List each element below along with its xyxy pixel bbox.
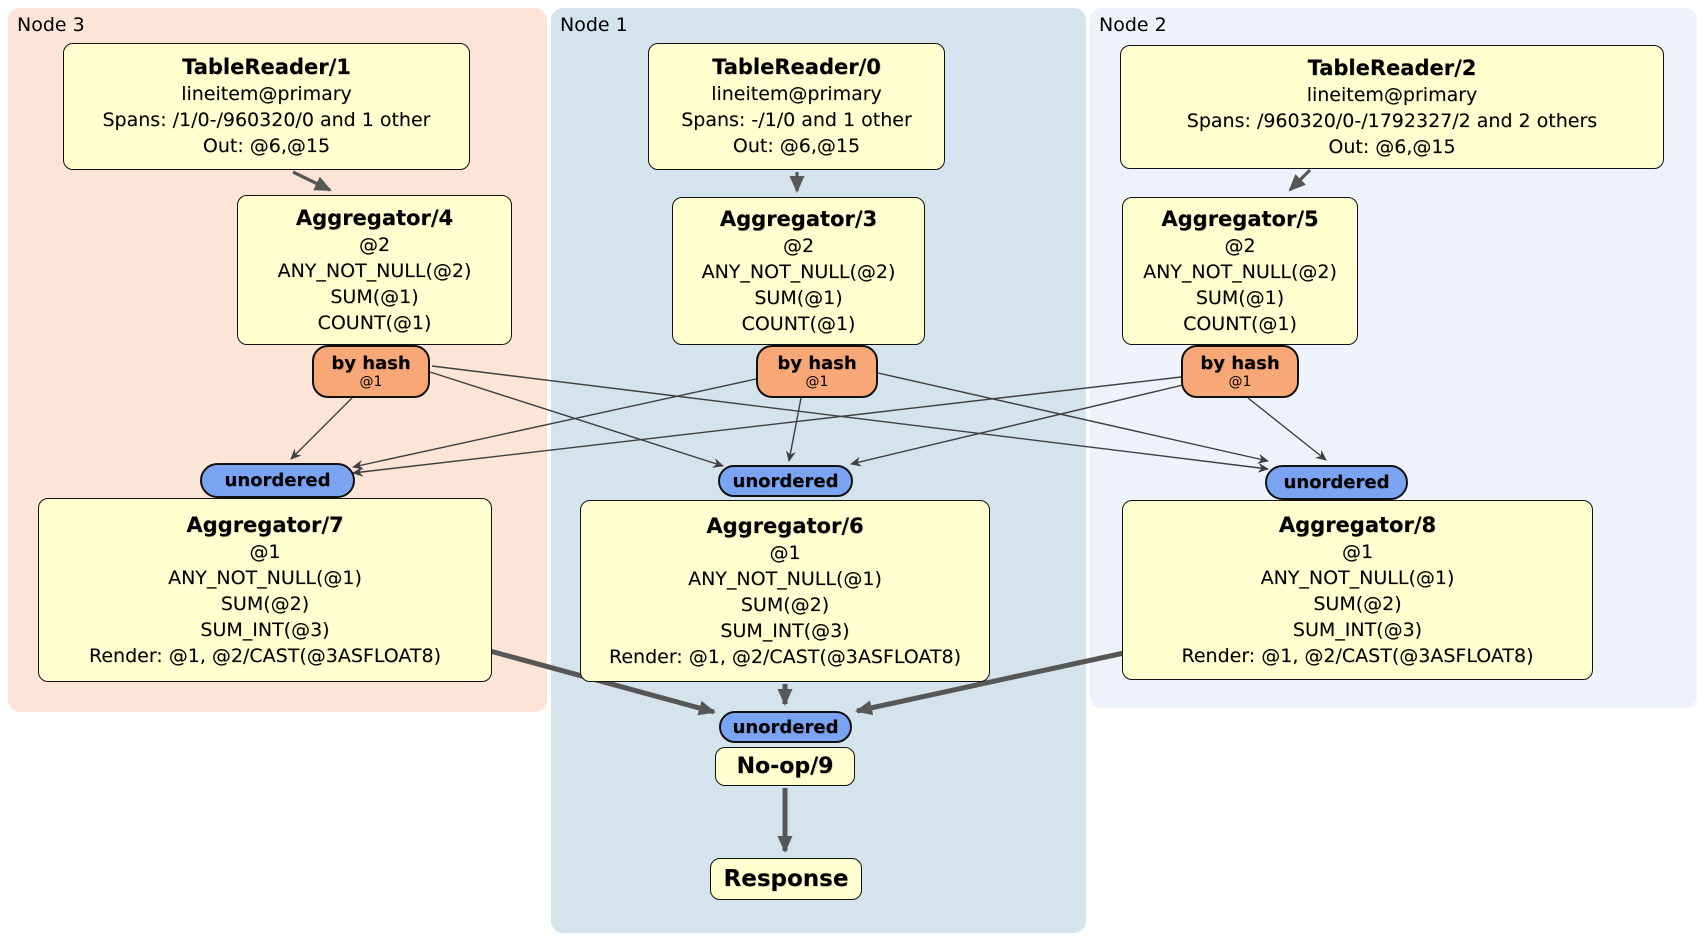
router-label: by hash: [331, 353, 411, 374]
sync-label: unordered: [224, 470, 331, 491]
router-hash-column: @1: [1228, 374, 1252, 390]
node-detail: @1: [769, 541, 801, 564]
router-by-hash-node3: by hash @1: [312, 345, 430, 398]
node-detail: @2: [358, 233, 391, 256]
node-detail: Spans: /960320/0-/1792327/2 and 2 others: [1186, 109, 1598, 132]
router-hash-column: @1: [359, 374, 383, 390]
sync-unordered-node3: unordered: [200, 463, 355, 498]
sync-label: unordered: [732, 716, 839, 738]
node-title: Aggregator/6: [706, 513, 864, 538]
node-detail: Out: @6,@15: [202, 135, 331, 157]
plan-node-tablereader-0: TableReader/0 lineitem@primary Spans: -/…: [648, 43, 945, 170]
plan-node-tablereader-2: TableReader/2 lineitem@primary Spans: /9…: [1120, 45, 1664, 169]
sync-unordered-node2: unordered: [1265, 465, 1408, 500]
node-detail: COUNT(@1): [317, 311, 432, 334]
node-detail: ANY_NOT_NULL(@2): [277, 259, 472, 282]
node-title: Aggregator/5: [1161, 206, 1319, 231]
plan-node-aggregator-6: Aggregator/6 @1 ANY_NOT_NULL(@1) SUM(@2)…: [580, 500, 990, 682]
node-detail: Out: @6,@15: [732, 135, 861, 157]
node-title: No-op/9: [736, 754, 834, 779]
sync-label: unordered: [1283, 472, 1390, 493]
plan-node-response: Response: [710, 858, 862, 900]
node-detail: SUM(@2): [220, 592, 310, 615]
router-by-hash-node2: by hash @1: [1181, 345, 1299, 398]
plan-node-aggregator-7: Aggregator/7 @1 ANY_NOT_NULL(@1) SUM(@2)…: [38, 498, 492, 682]
node-title: TableReader/1: [182, 55, 351, 79]
plan-node-tablereader-1: TableReader/1 lineitem@primary Spans: /1…: [63, 43, 470, 170]
node-detail: SUM(@1): [754, 286, 843, 309]
plan-node-aggregator-8: Aggregator/8 @1 ANY_NOT_NULL(@1) SUM(@2)…: [1122, 500, 1593, 680]
node-detail: Out: @6,@15: [1328, 135, 1456, 158]
node-detail: @2: [1224, 234, 1256, 257]
plan-node-aggregator-5: Aggregator/5 @2 ANY_NOT_NULL(@2) SUM(@1)…: [1122, 197, 1358, 345]
sync-unordered-node1: unordered: [718, 465, 853, 497]
node-detail: @2: [782, 234, 815, 257]
router-by-hash-node1: by hash @1: [756, 345, 878, 398]
node-detail: Spans: -/1/0 and 1 other: [681, 109, 912, 131]
node-title: Aggregator/3: [719, 206, 878, 231]
node-detail: SUM_INT(@3): [720, 619, 850, 642]
node-title: TableReader/0: [712, 55, 881, 79]
node-detail: lineitem@primary: [1306, 83, 1478, 106]
node-detail: Render: @1, @2/CAST(@3ASFLOAT8): [609, 645, 961, 668]
node-detail: lineitem@primary: [711, 83, 882, 105]
node-detail: SUM(@1): [330, 285, 419, 308]
node-detail: Render: @1, @2/CAST(@3ASFLOAT8): [89, 644, 441, 667]
node-detail: lineitem@primary: [181, 83, 352, 105]
region-node1-label: Node 1: [560, 14, 628, 36]
node-detail: COUNT(@1): [741, 312, 856, 335]
plan-node-noop-9: No-op/9: [715, 747, 855, 786]
node-detail: ANY_NOT_NULL(@1): [1260, 566, 1455, 589]
plan-node-aggregator-3: Aggregator/3 @2 ANY_NOT_NULL(@2) SUM(@1)…: [672, 197, 925, 345]
sync-unordered-final: unordered: [719, 711, 852, 743]
node-detail: SUM_INT(@3): [1292, 618, 1423, 641]
node-detail: SUM_INT(@3): [200, 618, 330, 641]
node-title: TableReader/2: [1307, 55, 1477, 80]
region-node2-label: Node 2: [1099, 14, 1167, 36]
node-title: Aggregator/8: [1278, 512, 1437, 537]
node-title: Aggregator/4: [295, 205, 454, 230]
node-detail: SUM(@1): [1195, 286, 1285, 309]
node-detail: ANY_NOT_NULL(@1): [688, 567, 882, 590]
node-detail: @1: [249, 540, 281, 563]
node-detail: COUNT(@1): [1183, 312, 1297, 335]
sync-label: unordered: [732, 470, 839, 492]
plan-node-aggregator-4: Aggregator/4 @2 ANY_NOT_NULL(@2) SUM(@1)…: [237, 195, 512, 345]
node-detail: SUM(@2): [1313, 592, 1402, 615]
node-title: Aggregator/7: [186, 512, 344, 537]
region-node3-label: Node 3: [17, 14, 85, 36]
node-title: Response: [723, 865, 849, 892]
node-detail: SUM(@2): [740, 593, 830, 616]
node-detail: Render: @1, @2/CAST(@3ASFLOAT8): [1181, 644, 1534, 667]
node-detail: Spans: /1/0-/960320/0 and 1 other: [102, 109, 431, 131]
router-label: by hash: [1200, 353, 1280, 374]
node-detail: ANY_NOT_NULL(@2): [1143, 260, 1337, 283]
router-hash-column: @1: [805, 374, 829, 390]
node-detail: ANY_NOT_NULL(@1): [168, 566, 362, 589]
node-detail: ANY_NOT_NULL(@2): [701, 260, 896, 283]
node-detail: @1: [1341, 540, 1374, 563]
router-label: by hash: [777, 353, 857, 374]
